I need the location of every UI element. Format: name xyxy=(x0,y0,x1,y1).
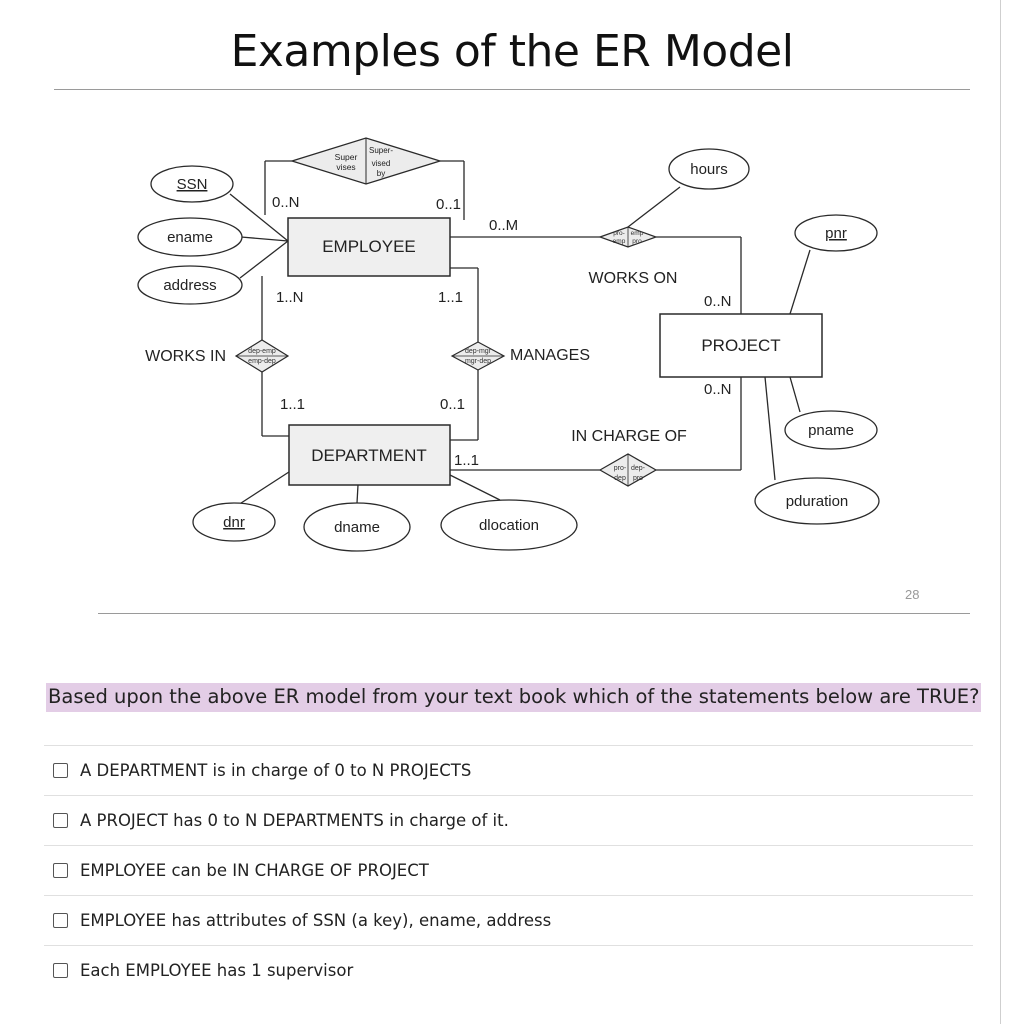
attr-pname-label: pname xyxy=(808,422,854,439)
works-in-label: WORKS IN xyxy=(145,348,226,365)
attr-hours-label: hours xyxy=(690,161,728,178)
card-supervises-right: 0..1 xyxy=(436,196,461,213)
checkbox[interactable] xyxy=(53,963,68,978)
slide-number: 28 xyxy=(905,587,920,602)
attr-dlocation xyxy=(440,499,578,551)
option-label[interactable]: EMPLOYEE can be IN CHARGE OF PROJECT xyxy=(80,861,429,880)
svg-text:emp: emp xyxy=(613,238,626,245)
cardinality-labels: 0..N 0..1 0..M 0..N 1..N 1..1 1..1 0..1 … xyxy=(272,194,732,469)
svg-text:emp-dep: emp-dep xyxy=(248,358,276,365)
option-row[interactable]: A PROJECT has 0 to N DEPARTMENTS in char… xyxy=(44,795,973,845)
attr-ssn xyxy=(150,165,234,203)
option-row[interactable]: Each EMPLOYEE has 1 supervisor xyxy=(44,945,973,995)
attr-pnr-label: pnr xyxy=(825,225,847,242)
card-manages-department: 0..1 xyxy=(440,396,465,413)
card-in-charge-of-department: 1..1 xyxy=(454,452,479,469)
svg-text:Super-: Super- xyxy=(369,146,393,155)
rel-works-on: pro- emp emp pro WORKS ON xyxy=(589,226,678,287)
manages-label: MANAGES xyxy=(510,347,590,364)
svg-text:dep-emp: dep-emp xyxy=(248,348,276,355)
option-label[interactable]: Each EMPLOYEE has 1 supervisor xyxy=(80,961,354,980)
card-in-charge-of-project: 0..N xyxy=(704,381,732,398)
attr-dlocation-label: dlocation xyxy=(479,517,539,534)
entity-project: PROJECT xyxy=(659,313,823,378)
option-row[interactable]: EMPLOYEE can be IN CHARGE OF PROJECT xyxy=(44,845,973,895)
option-label[interactable]: A PROJECT has 0 to N DEPARTMENTS in char… xyxy=(80,811,509,830)
option-label[interactable]: A DEPARTMENT is in charge of 0 to N PROJ… xyxy=(80,761,472,780)
attr-dname xyxy=(303,502,411,552)
svg-text:dep-mgr: dep-mgr xyxy=(465,348,492,355)
svg-text:PROJECT: PROJECT xyxy=(701,336,780,355)
slide-bottom-divider xyxy=(98,613,970,614)
card-manages-employee: 1..1 xyxy=(438,289,463,306)
svg-text:mgr-dep: mgr-dep xyxy=(465,358,491,365)
rel-supervises: Super vises Super- vised by xyxy=(289,137,443,185)
attr-pduration-label: pduration xyxy=(786,493,849,510)
attr-ename xyxy=(137,217,243,257)
rel-in-charge-of: pro- dep dep- pro IN CHARGE OF xyxy=(571,428,687,487)
option-row[interactable]: EMPLOYEE has attributes of SSN (a key), … xyxy=(44,895,973,945)
attr-dname-label: dname xyxy=(334,519,380,536)
card-works-on-employee: 0..M xyxy=(489,217,518,234)
checkbox[interactable] xyxy=(53,763,68,778)
svg-text:emp: emp xyxy=(631,230,644,237)
svg-text:vises: vises xyxy=(336,162,355,172)
in-charge-of-label: IN CHARGE OF xyxy=(571,428,687,445)
entity-employee: EMPLOYEE xyxy=(287,217,451,277)
attr-address xyxy=(137,265,243,305)
svg-text:EMPLOYEE: EMPLOYEE xyxy=(322,237,416,256)
svg-text:dep-: dep- xyxy=(631,465,646,472)
attr-dnr xyxy=(192,502,276,542)
svg-text:pro-: pro- xyxy=(613,230,625,237)
card-works-in-department: 1..1 xyxy=(280,396,305,413)
svg-text:vised: vised xyxy=(372,159,391,168)
svg-text:pro: pro xyxy=(633,475,643,482)
card-supervises-left: 0..N xyxy=(272,194,300,211)
attr-ssn-label: SSN xyxy=(177,176,208,193)
attr-pnr xyxy=(794,214,878,252)
rel-works-in: dep-emp emp-dep WORKS IN xyxy=(145,339,290,373)
answer-options: A DEPARTMENT is in charge of 0 to N PROJ… xyxy=(44,745,973,995)
rel-manages: dep-mgr mgr-dep MANAGES xyxy=(450,341,590,371)
svg-text:Super: Super xyxy=(335,152,358,162)
question-text: Based upon the above ER model from your … xyxy=(46,683,982,712)
svg-text:dep: dep xyxy=(614,475,626,482)
option-row[interactable]: A DEPARTMENT is in charge of 0 to N PROJ… xyxy=(44,745,973,795)
attr-pduration xyxy=(754,477,880,525)
title-divider xyxy=(54,89,970,90)
attr-dnr-label: dnr xyxy=(223,514,245,531)
slide-title: Examples of the ER Model xyxy=(230,26,794,77)
svg-text:DEPARTMENT: DEPARTMENT xyxy=(311,446,427,465)
checkbox[interactable] xyxy=(53,813,68,828)
works-on-label: WORKS ON xyxy=(589,270,678,287)
er-diagram: EMPLOYEE PROJECT DEPARTMENT SSN ename ad… xyxy=(137,137,880,552)
page-border xyxy=(1000,0,1001,1024)
card-works-in-employee: 1..N xyxy=(276,289,304,306)
svg-text:pro: pro xyxy=(632,238,642,245)
attr-ename-label: ename xyxy=(167,229,213,246)
attr-hours xyxy=(668,148,750,190)
svg-text:pro-: pro- xyxy=(614,465,627,472)
checkbox[interactable] xyxy=(53,913,68,928)
svg-text:by: by xyxy=(377,169,385,178)
attr-pname xyxy=(784,410,878,450)
checkbox[interactable] xyxy=(53,863,68,878)
entity-department: DEPARTMENT xyxy=(288,424,451,486)
attr-address-label: address xyxy=(163,277,216,294)
card-works-on-project: 0..N xyxy=(704,293,732,310)
option-label[interactable]: EMPLOYEE has attributes of SSN (a key), … xyxy=(80,911,552,930)
